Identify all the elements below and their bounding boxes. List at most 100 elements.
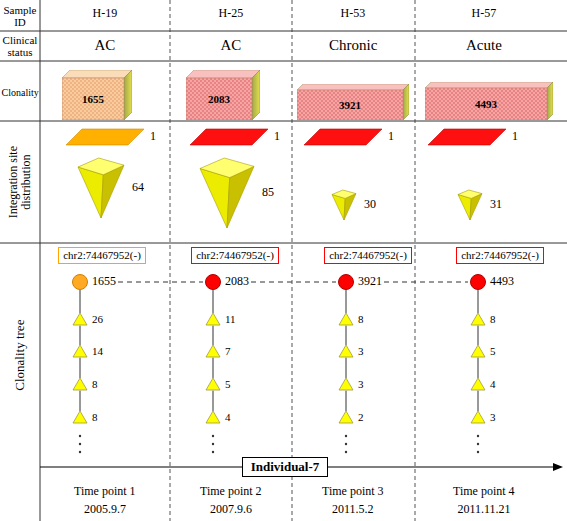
shape xyxy=(470,274,486,290)
minor-clone: 8 xyxy=(73,378,98,391)
minor-clone: 5 xyxy=(206,378,231,391)
sample-id: H-19 xyxy=(93,7,118,20)
node-text: 3921 xyxy=(358,275,382,289)
dominant-clone: 4493 xyxy=(470,274,514,290)
shape xyxy=(304,129,382,145)
clone-link xyxy=(118,282,203,283)
row-divider xyxy=(0,31,567,243)
node-text: 5 xyxy=(225,378,231,391)
shape xyxy=(206,378,220,390)
tree-branch xyxy=(213,326,214,345)
node-text: 64 xyxy=(132,181,144,195)
row-header: Clonality xyxy=(2,87,39,98)
clonality-box: 1655 xyxy=(62,70,132,120)
time-point: Time point 4 xyxy=(453,485,515,498)
site-tag: chr2:74467952(-) xyxy=(324,247,412,264)
minor-clone: 26 xyxy=(73,313,103,326)
node-text: 2083 xyxy=(225,275,249,289)
node-text: 3 xyxy=(490,411,496,424)
sample-id: H-53 xyxy=(341,7,366,20)
shape xyxy=(78,158,124,218)
row-header: Clinical status xyxy=(1,34,39,58)
node-text: 30 xyxy=(364,198,376,212)
node-text: 8 xyxy=(92,411,98,424)
shape xyxy=(72,274,88,290)
shape xyxy=(73,313,87,325)
integration-cone: 30 xyxy=(332,190,376,220)
site-tag: chr2:74467952(-) xyxy=(456,247,544,264)
tree-branch xyxy=(346,391,347,411)
tree-branch xyxy=(213,290,214,313)
node-text: 3 xyxy=(358,345,364,358)
shape xyxy=(66,129,144,145)
shape xyxy=(471,411,485,423)
node-text: 1 xyxy=(150,130,156,144)
node-text: 8 xyxy=(92,378,98,391)
integration-cone: 85 xyxy=(200,158,274,228)
sample-id: H-25 xyxy=(219,7,244,20)
integration-plane: 1 xyxy=(190,129,280,145)
node-text: 5 xyxy=(490,345,496,358)
clinical-status: Acute xyxy=(466,37,502,54)
node-text: 8 xyxy=(490,313,496,326)
continuation-dots xyxy=(79,435,479,453)
dominant-clone: 1655 xyxy=(72,274,116,290)
node-text: 3 xyxy=(358,378,364,391)
date: 2005.9.7 xyxy=(84,503,126,516)
shape xyxy=(458,190,482,220)
node-text: 1 xyxy=(512,130,518,144)
individual-box: Individual-7 xyxy=(242,457,329,478)
time-point: Time point 3 xyxy=(322,485,384,498)
shape xyxy=(73,345,87,357)
tree-branch xyxy=(478,290,479,313)
node-text: 11 xyxy=(225,313,236,326)
tree-branch xyxy=(478,391,479,411)
clinical-status: Chronic xyxy=(329,37,377,54)
node-text: 1655 xyxy=(92,275,116,289)
tree-branch xyxy=(346,326,347,345)
tree-branch xyxy=(213,391,214,411)
clinical-status: AC xyxy=(95,37,116,54)
node-text: 14 xyxy=(92,345,103,358)
minor-clone: 2 xyxy=(339,411,364,424)
node-text: chr2:74467952(-) xyxy=(63,249,141,262)
site-tag: chr2:74467952(-) xyxy=(191,247,279,264)
node-text: 31 xyxy=(490,198,502,212)
clone-link xyxy=(384,282,468,283)
shape xyxy=(190,129,268,145)
clonality-box: 2083 xyxy=(186,70,260,120)
shape xyxy=(205,274,221,290)
minor-clone: 3 xyxy=(471,411,496,424)
header-divider xyxy=(40,0,41,521)
node-text: chr2:74467952(-) xyxy=(329,249,407,262)
shape xyxy=(338,274,354,290)
minor-clone: 14 xyxy=(73,345,103,358)
shape xyxy=(471,345,485,357)
integration-plane: 1 xyxy=(304,129,394,145)
shape xyxy=(339,411,353,423)
node-text: 1 xyxy=(274,130,280,144)
minor-clone: 8 xyxy=(339,313,364,326)
node-text: 4493 xyxy=(475,98,497,111)
node-text: 3921 xyxy=(339,99,361,112)
node-text: 7 xyxy=(225,345,231,358)
site-tag: chr2:74467952(-) xyxy=(58,247,146,264)
minor-clone: 11 xyxy=(206,313,236,326)
shape xyxy=(339,345,353,357)
shape xyxy=(206,313,220,325)
dominant-clone: 3921 xyxy=(338,274,382,290)
clone-link xyxy=(251,282,336,283)
node-text: 1655 xyxy=(82,93,104,106)
shape xyxy=(471,378,485,390)
row-header: Clonality tree xyxy=(13,320,27,391)
tree-branch xyxy=(346,358,347,378)
node-text: chr2:74467952(-) xyxy=(196,249,274,262)
clinical-status: AC xyxy=(221,37,242,54)
shape xyxy=(339,378,353,390)
minor-clone: 5 xyxy=(471,345,496,358)
clonality-box: 4493 xyxy=(425,82,553,120)
minor-clone: 8 xyxy=(471,313,496,326)
shape xyxy=(206,345,220,357)
minor-clone: 4 xyxy=(206,411,231,424)
